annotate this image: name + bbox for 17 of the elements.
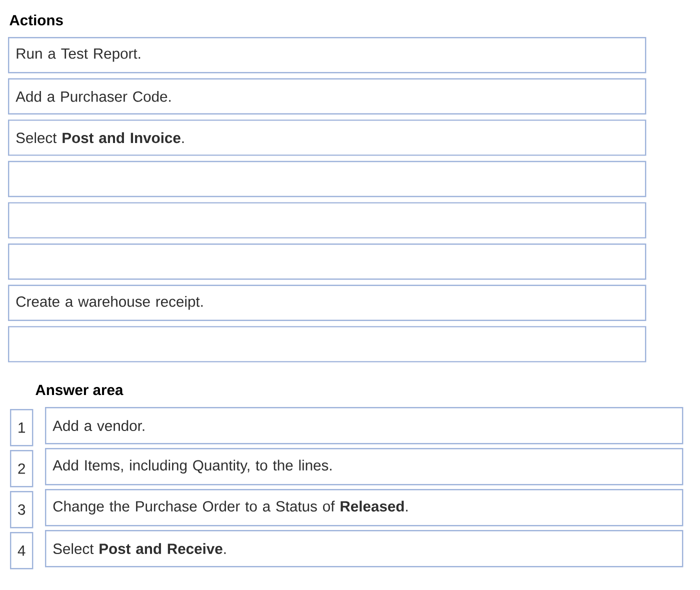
action-box: Select Post and Invoice. [8,120,646,156]
step-box: Add Items, including Quantity, to the lines. [45,448,684,486]
heading: Answer area [36,384,124,396]
number-box: 3 [10,491,34,528]
number-box: 4 [10,532,34,570]
empty-slot [8,160,646,198]
empty-slot [8,244,646,280]
step-box: Select Post and Receive. [45,530,684,568]
step-box: Change the Purchase Order to a Status of Released. [45,489,684,526]
action-box: Run a Test Report. [8,37,646,74]
step-box: Add a vendor. [45,407,684,444]
empty-slot [8,326,646,362]
empty-slot [8,202,646,238]
action-box: Add a Purchaser Code. [8,78,646,114]
number-box: 1 [10,409,34,446]
action-box: Create a warehouse receipt. [8,284,646,321]
number-box: 2 [10,450,34,488]
